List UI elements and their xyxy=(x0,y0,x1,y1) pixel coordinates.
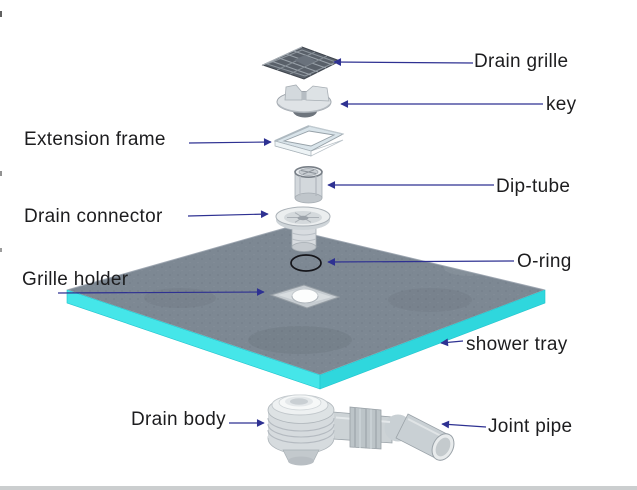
label-joint-pipe: Joint pipe xyxy=(488,416,573,437)
drain-body-part xyxy=(267,394,335,466)
label-grille-holder: Grille holder xyxy=(22,269,129,290)
label-key: key xyxy=(546,94,577,115)
shower-tray-part xyxy=(66,227,546,390)
label-drain-body: Drain body xyxy=(131,409,226,430)
extension-frame-arrow xyxy=(188,138,272,146)
o-ring-arrow xyxy=(327,258,515,266)
grille-holder-arrow xyxy=(57,288,265,296)
label-o-ring: O-ring xyxy=(517,251,572,272)
o-ring-part xyxy=(290,254,322,272)
label-extension-frame: Extension frame xyxy=(24,129,166,150)
bottom-edge-strip xyxy=(0,486,637,490)
extension-frame-part xyxy=(273,125,345,157)
drain-connector-arrow xyxy=(187,210,269,219)
label-dip-tube: Dip-tube xyxy=(496,176,571,197)
shower-tray-arrow xyxy=(440,338,464,347)
label-drain-connector: Drain connector xyxy=(24,206,163,227)
dip-tube-part xyxy=(294,166,323,204)
scan-artifacts xyxy=(0,11,2,252)
joint-pipe-part xyxy=(332,406,455,461)
grille-holder-part xyxy=(269,284,341,309)
key-part xyxy=(276,84,332,118)
leader-lines xyxy=(57,58,543,429)
joint-pipe-arrow xyxy=(441,420,487,429)
label-drain-grille: Drain grille xyxy=(474,51,569,72)
drain-connector-part xyxy=(275,206,331,252)
drain-grille-arrow xyxy=(333,58,474,66)
label-shower-tray: shower tray xyxy=(466,334,568,355)
drain-grille-part xyxy=(261,46,342,80)
